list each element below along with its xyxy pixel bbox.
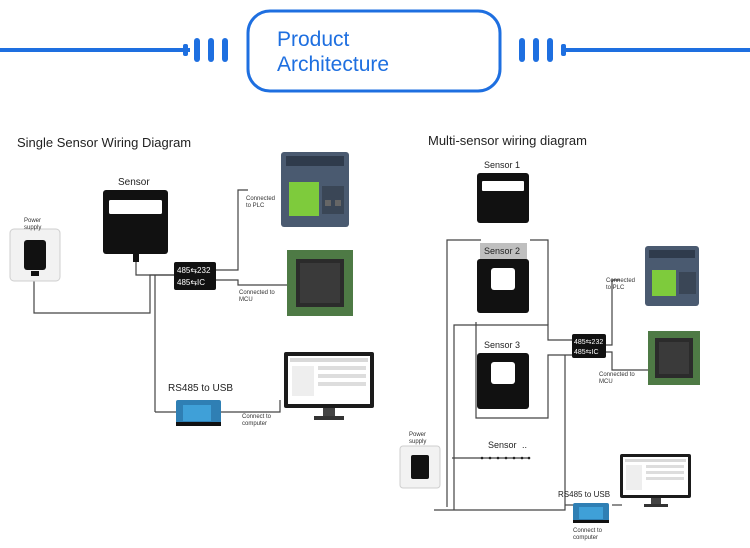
multi-converter-line1: 485⇆232 [574, 339, 603, 346]
multi-diagram-title: Multi-sensor wiring diagram [428, 133, 587, 148]
multi-usb-label: RS485 to USB [558, 490, 610, 499]
single-plc-icon [281, 152, 349, 227]
single-diagram-title: Single Sensor Wiring Diagram [17, 135, 191, 150]
multi-plc-icon [645, 246, 699, 306]
single-computer-label-1: Connect to [242, 414, 272, 420]
single-mcu-label-1: Connected to [239, 290, 275, 296]
multi-computer-label-2: computer [573, 535, 598, 541]
multi-mcu-label-2: MCU [599, 379, 613, 385]
single-mcu-label-2: MCU [239, 297, 253, 303]
multi-plc-label-2: to PLC [606, 285, 625, 291]
single-mcu-chip-icon [287, 250, 353, 316]
multi-sensor1-icon [477, 173, 529, 223]
single-usb-label: RS485 to USB [168, 383, 233, 394]
single-power-label-1: Power [24, 218, 41, 224]
single-plc-label-2: to PLC [246, 203, 265, 209]
single-power-supply-icon [9, 228, 61, 282]
multi-computer-monitor-icon [620, 454, 691, 507]
multi-power-label-2: supply [409, 439, 426, 445]
left-bars-icon [183, 38, 228, 62]
single-computer-monitor-icon [284, 352, 374, 420]
multi-usb-adapter-icon [573, 503, 609, 523]
multi-sensorn-label: Sensor [488, 440, 517, 450]
right-bars-icon [519, 38, 566, 62]
multi-sensor3-label: Sensor 3 [484, 340, 520, 350]
multi-power-label-1: Power [409, 432, 426, 438]
multi-sensorn-dotted-line [480, 456, 531, 460]
single-computer-label-2: computer [242, 421, 267, 427]
multi-computer-label-1: Connect to [573, 528, 603, 534]
multi-power-supply-icon [399, 445, 441, 489]
single-plc-label-1: Connected [246, 196, 275, 202]
multi-converter-icon: 485⇆232 485⇆IC [572, 334, 606, 358]
multi-sensor1-label: Sensor 1 [484, 160, 520, 170]
single-sensor-label: Sensor [118, 177, 150, 188]
single-usb-adapter-icon [176, 400, 221, 426]
single-sensor-icon [103, 190, 168, 262]
single-converter-icon: 485⇆232 485⇆IC [174, 262, 216, 290]
multi-sensor3-icon [477, 353, 529, 409]
multi-wires [434, 239, 650, 511]
multi-converter-line2: 485⇆IC [574, 349, 599, 356]
header-banner: Product Architecture [0, 9, 750, 93]
title-box [246, 9, 502, 93]
page-title-line1: Product [277, 28, 350, 51]
single-power-label-2: supply [24, 225, 41, 231]
multi-mcu-chip-icon [648, 331, 700, 385]
multi-sensorn-dots: .. [522, 440, 527, 450]
single-converter-line1: 485⇆232 [177, 266, 211, 275]
multi-mcu-label-1: Connected to [599, 372, 635, 378]
multi-sensor2-icon [477, 243, 529, 313]
single-wires [33, 189, 290, 413]
multi-sensor2-label: Sensor 2 [484, 246, 520, 256]
page-title-line2: Architecture [277, 53, 389, 76]
single-converter-line2: 485⇆IC [177, 278, 205, 287]
multi-plc-label-1: Connected [606, 278, 635, 284]
